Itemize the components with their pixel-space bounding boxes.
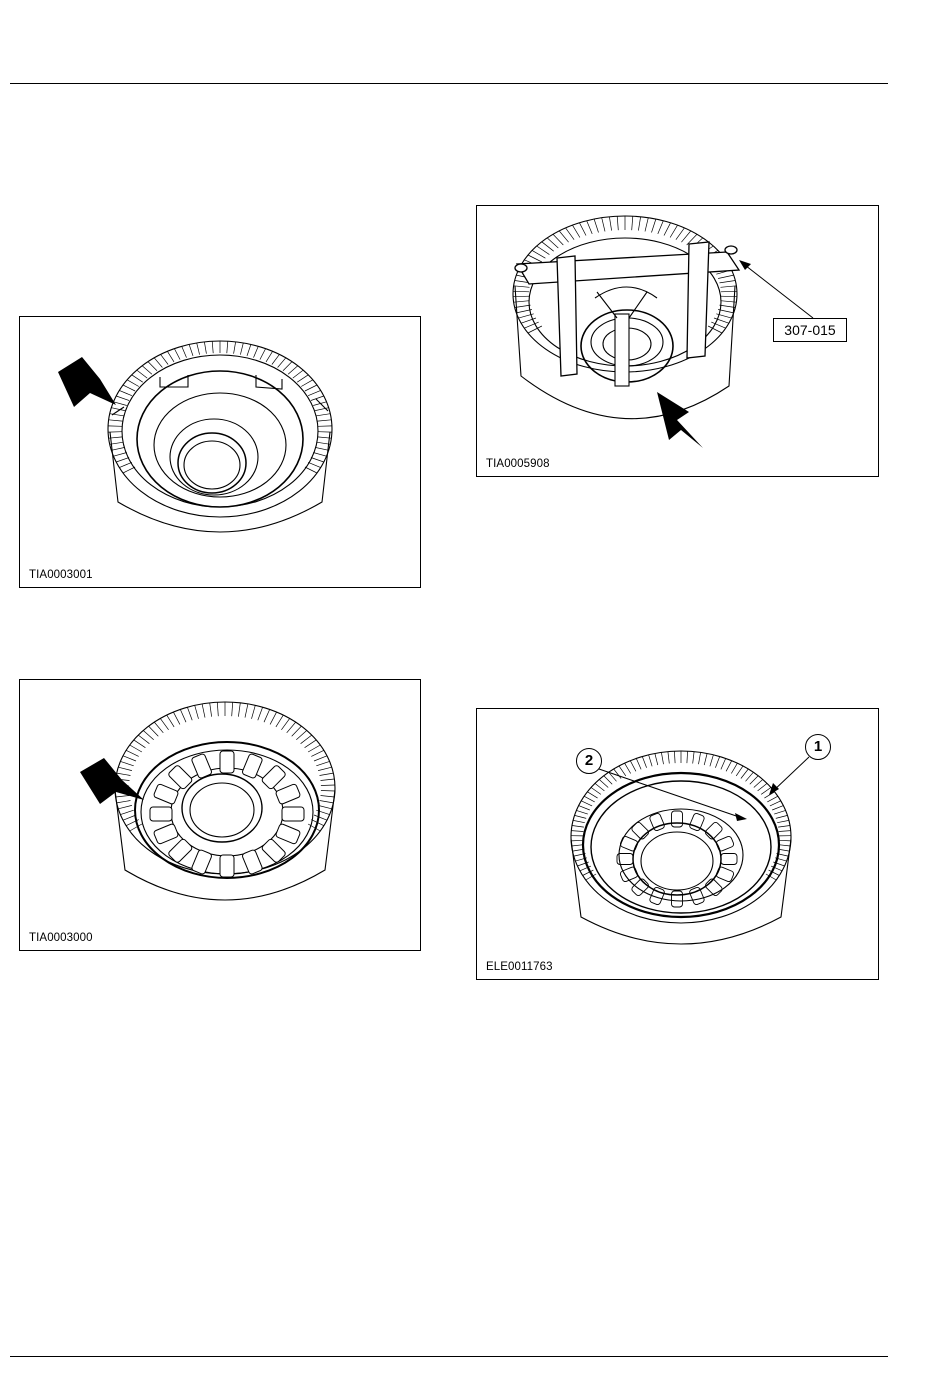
figure-spring-retainer: TIA0003000 (19, 679, 421, 951)
retainer-tabs (150, 751, 304, 877)
retainer-tabs (617, 811, 737, 907)
arrow-icon (58, 357, 116, 407)
figure-caption: ELE0011763 (486, 961, 553, 973)
figure-caption: TIA0005908 (486, 458, 550, 470)
arrow-icon (657, 392, 703, 448)
tool-number-label: 307-015 (773, 318, 847, 342)
leader-arrowhead-icon (735, 813, 747, 821)
header-rule (10, 83, 888, 84)
figure-snap-ring-drum: TIA0003001 (19, 316, 421, 588)
tool-leader-line (741, 262, 813, 318)
drum-illustration (20, 317, 422, 589)
figure-caption: TIA0003001 (29, 569, 93, 581)
figure-spring-compressor: 307-015 TIA0005908 (476, 205, 879, 477)
figure-caption: TIA0003000 (29, 932, 93, 944)
leader-arrowhead-icon (769, 783, 779, 795)
arrow-icon (80, 758, 144, 804)
drum-teeth (108, 341, 332, 473)
callout-2: 2 (576, 748, 602, 774)
compressor-illustration (477, 206, 880, 478)
retainer-illustration (20, 680, 422, 952)
footer-rule (10, 1356, 888, 1357)
callout-1: 1 (805, 734, 831, 760)
figure-clutch-pack: 1 2 ELE0011763 (476, 708, 879, 980)
